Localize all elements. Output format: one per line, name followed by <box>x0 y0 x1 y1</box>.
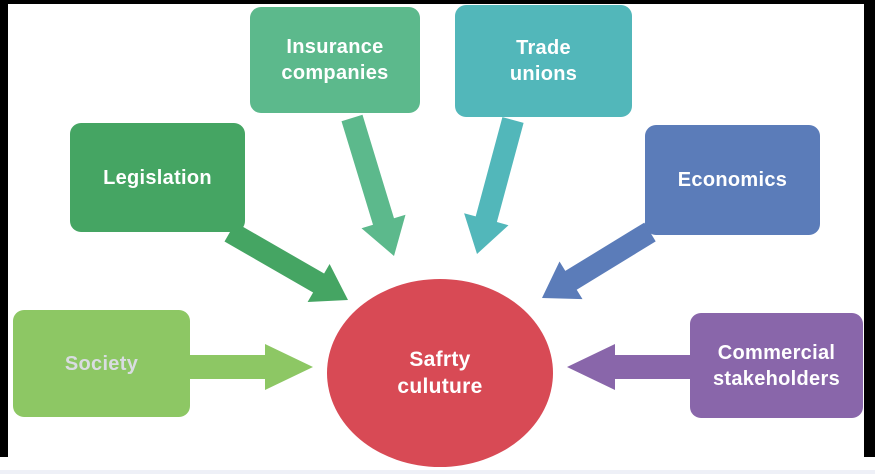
node-commercial-stakeholders: Commercial stakeholders <box>690 313 863 418</box>
node-label-line: companies <box>281 62 389 84</box>
node-label-line: stakeholders <box>713 367 840 390</box>
economics-arrow <box>542 222 656 300</box>
frame-top-bar <box>0 0 875 4</box>
node-legislation: Legislation <box>70 123 245 232</box>
node-label-line: Economics <box>677 169 788 191</box>
frame-right-bar <box>864 0 875 457</box>
frame-bottom-line <box>0 470 875 474</box>
society-arrow <box>190 344 313 390</box>
center-circle-safety-culture: Safrty culuture <box>327 279 553 467</box>
node-label-line: Insurance <box>286 36 384 58</box>
node-label-line: Society <box>64 352 139 375</box>
commercial-stakeholders-arrow <box>567 344 690 390</box>
frame-left-bar <box>0 0 8 457</box>
node-trade-unions: Trade unions <box>455 5 632 117</box>
center-label-line: Safrty <box>409 348 471 371</box>
legislation-arrow <box>224 222 348 302</box>
node-economics: Economics <box>645 125 820 235</box>
node-label-line: unions <box>509 63 578 85</box>
center-label-line: culuture <box>397 375 483 398</box>
node-society: Society <box>13 310 190 417</box>
node-label-line: Trade <box>516 37 571 59</box>
node-insurance-companies: Insurance companies <box>250 7 420 113</box>
node-label-line: Commercial <box>717 341 836 364</box>
node-label-line: Legislation <box>103 166 212 189</box>
insurance-companies-arrow <box>341 114 406 256</box>
trade-unions-arrow <box>464 117 524 254</box>
